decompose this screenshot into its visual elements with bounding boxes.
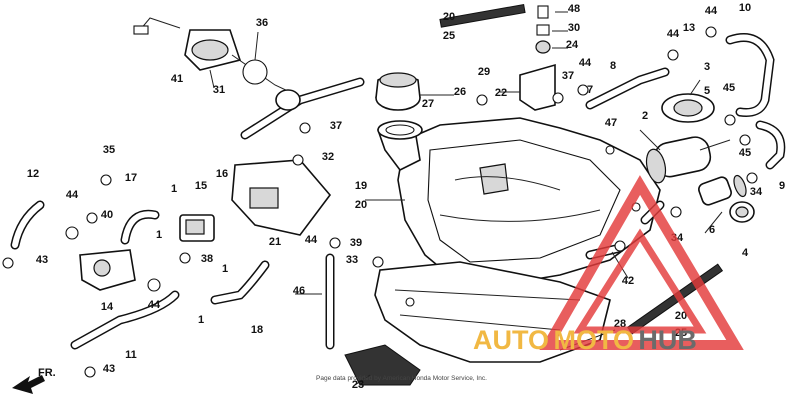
fuel-tank bbox=[377, 117, 661, 286]
watermark-inner-triangle-icon bbox=[573, 228, 707, 334]
callout-c44c: 44 bbox=[579, 57, 592, 69]
callout-c30: 30 bbox=[568, 22, 580, 34]
callout-c47: 47 bbox=[605, 117, 617, 129]
callout-c12: 12 bbox=[27, 168, 39, 180]
callout-c24: 24 bbox=[566, 39, 579, 51]
filler-cap bbox=[375, 72, 421, 111]
bolt-stack bbox=[535, 5, 551, 54]
watermark-triangle-icon bbox=[539, 175, 744, 350]
clamp-4 bbox=[729, 201, 755, 223]
callout-c42: 42 bbox=[622, 275, 634, 287]
footer-credit: Page data provided by American Honda Mot… bbox=[316, 375, 487, 382]
direction-label: FR. bbox=[38, 367, 56, 379]
watermark-word-hub: HUB bbox=[638, 325, 697, 355]
callout-c46: 46 bbox=[293, 285, 305, 297]
callout-c18: 18 bbox=[251, 324, 263, 336]
fuel-gauge-sender bbox=[133, 17, 301, 111]
callout-c1b: 1 bbox=[156, 229, 162, 241]
callout-c44e: 44 bbox=[148, 299, 161, 311]
callout-c44a: 44 bbox=[667, 28, 680, 40]
fasteners bbox=[2, 26, 758, 378]
watermark-word-auto: AUTO bbox=[473, 325, 549, 355]
callout-c27: 27 bbox=[422, 98, 434, 110]
watermark-text: AUTO MOTO HUB bbox=[473, 325, 697, 355]
callout-c39: 39 bbox=[350, 237, 362, 249]
callout-labels: 1111234567891011121314151617181920202021… bbox=[27, 2, 785, 391]
callout-c13: 13 bbox=[683, 22, 695, 34]
callout-c7: 7 bbox=[587, 84, 593, 96]
callout-c25a: 25 bbox=[443, 30, 455, 42]
callout-c8: 8 bbox=[610, 60, 616, 72]
callout-c23: 23 bbox=[352, 379, 364, 391]
fuel-filter bbox=[698, 174, 747, 206]
callout-c44b: 44 bbox=[705, 5, 718, 17]
callout-c16: 16 bbox=[216, 168, 228, 180]
callout-c33: 33 bbox=[346, 254, 358, 266]
callout-c20b: 20 bbox=[355, 199, 367, 211]
callout-c44f: 44 bbox=[305, 234, 318, 246]
callout-c1a: 1 bbox=[171, 183, 177, 195]
callout-c44d: 44 bbox=[66, 189, 79, 201]
callout-c15: 15 bbox=[195, 180, 207, 192]
relay bbox=[179, 214, 215, 242]
watermark: AUTO MOTO HUB bbox=[473, 175, 744, 355]
callout-c35: 35 bbox=[103, 144, 115, 156]
hoses bbox=[10, 33, 786, 350]
callout-c45a: 45 bbox=[723, 82, 735, 94]
callout-c37a: 37 bbox=[330, 120, 342, 132]
callout-c22: 22 bbox=[495, 87, 507, 99]
callout-c10: 10 bbox=[739, 2, 751, 14]
callout-c2: 2 bbox=[642, 110, 648, 122]
fuel-pump bbox=[645, 136, 731, 184]
watermark-word-moto: MOTO bbox=[553, 325, 634, 355]
pump-bracket bbox=[661, 93, 715, 123]
callout-c19: 19 bbox=[355, 180, 367, 192]
callout-c37b: 37 bbox=[562, 70, 574, 82]
callout-c5: 5 bbox=[704, 85, 710, 97]
callout-c17: 17 bbox=[125, 172, 137, 184]
callout-c29: 29 bbox=[478, 66, 490, 78]
callout-c34b: 34 bbox=[750, 186, 763, 198]
canister-tray bbox=[231, 159, 332, 236]
bracket-22 bbox=[519, 63, 556, 111]
callout-c14: 14 bbox=[101, 301, 114, 313]
callout-c20a: 20 bbox=[443, 11, 455, 23]
callout-c11: 11 bbox=[125, 349, 137, 361]
callout-c48: 48 bbox=[568, 3, 580, 15]
callout-c20c: 20 bbox=[675, 310, 687, 322]
fuel-valve bbox=[79, 249, 136, 291]
callout-c38: 38 bbox=[201, 253, 213, 265]
callout-c1d: 1 bbox=[198, 314, 204, 326]
callout-c45b: 45 bbox=[739, 147, 751, 159]
callout-c43b: 43 bbox=[103, 363, 115, 375]
callout-c31: 31 bbox=[213, 84, 225, 96]
callout-c40: 40 bbox=[101, 209, 113, 221]
callout-c9: 9 bbox=[779, 180, 785, 192]
callout-c43a: 43 bbox=[36, 254, 48, 266]
connector-block bbox=[344, 344, 421, 386]
callout-c6: 6 bbox=[709, 224, 715, 236]
callout-c32: 32 bbox=[322, 151, 334, 163]
callout-c36: 36 bbox=[256, 17, 268, 29]
callout-c3: 3 bbox=[704, 61, 710, 73]
callout-c1c: 1 bbox=[222, 263, 228, 275]
callout-c21: 21 bbox=[269, 236, 281, 248]
callout-c4: 4 bbox=[742, 247, 749, 259]
callout-c41: 41 bbox=[171, 73, 183, 85]
front-direction-arrow: FR. bbox=[12, 367, 56, 394]
callout-c26: 26 bbox=[454, 86, 466, 98]
